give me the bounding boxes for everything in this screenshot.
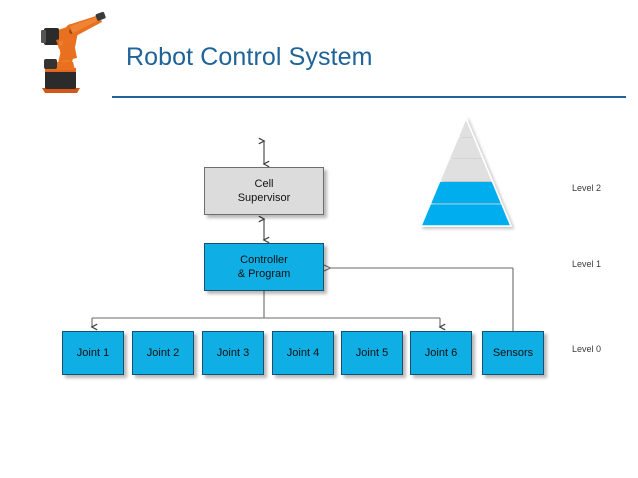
level-label-2: Level 2 bbox=[572, 183, 602, 193]
node-joint-4[interactable]: Joint 4 bbox=[272, 331, 334, 375]
node-cell-supervisor-line2: Supervisor bbox=[237, 192, 291, 204]
node-joint-6[interactable]: Joint 6 bbox=[410, 331, 472, 375]
pyramid-band-4 bbox=[421, 182, 511, 204]
node-controller-line2: & Program bbox=[237, 268, 291, 280]
node-joint-2[interactable]: Joint 2 bbox=[132, 331, 194, 375]
pyramid-bands bbox=[421, 118, 511, 226]
node-cell-supervisor[interactable]: Cell Supervisor bbox=[204, 167, 324, 215]
hierarchy-pyramid-graphic bbox=[419, 115, 513, 227]
title-divider bbox=[112, 96, 626, 98]
node-sensors[interactable]: Sensors bbox=[482, 331, 544, 375]
pyramid-band-3 bbox=[421, 159, 511, 181]
level-label-1: Level 1 bbox=[572, 259, 602, 269]
node-joint-1[interactable]: Joint 1 bbox=[62, 331, 124, 375]
node-cell-supervisor-line1: Cell bbox=[254, 177, 274, 190]
pyramid-band-2 bbox=[421, 137, 511, 159]
node-controller-program[interactable]: Controller & Program bbox=[204, 243, 324, 291]
controller-bus-lines bbox=[90, 291, 446, 331]
sensors-feedback-line bbox=[323, 264, 514, 331]
page-title: Robot Control System bbox=[126, 43, 373, 71]
level-label-0: Level 0 bbox=[572, 344, 602, 354]
node-joint-3[interactable]: Joint 3 bbox=[202, 331, 264, 375]
pyramid-band-5 bbox=[421, 204, 511, 226]
industrial-robot-arm-image bbox=[39, 11, 106, 96]
node-controller-line1: Controller bbox=[240, 253, 288, 266]
node-joint-5[interactable]: Joint 5 bbox=[341, 331, 403, 375]
